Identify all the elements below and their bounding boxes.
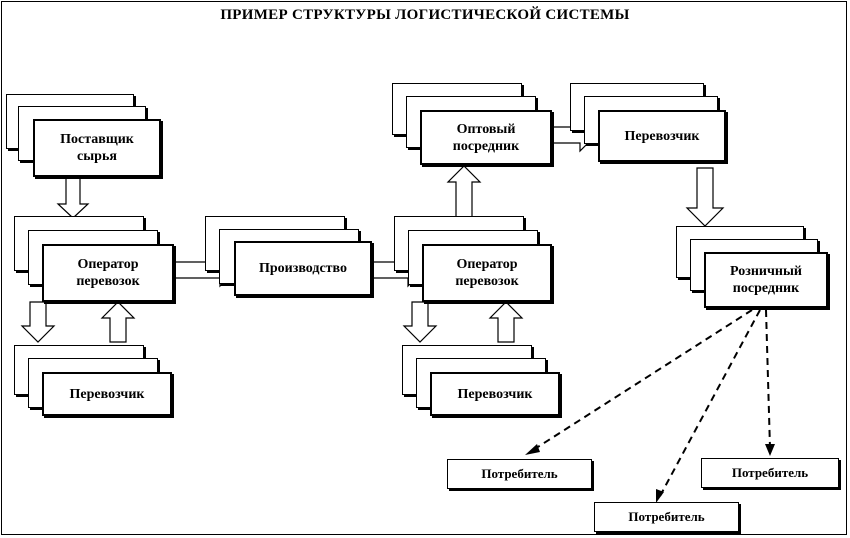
diagram-title: ПРИМЕР СТРУКТУРЫ ЛОГИСТИЧЕСКОЙ СИСТЕМЫ bbox=[220, 7, 630, 23]
node-operator-left-label: Оператор перевозок bbox=[76, 257, 140, 289]
node-carrier-right-label: Перевозчик bbox=[457, 386, 533, 402]
node-carrier-left: Перевозчик bbox=[42, 372, 172, 416]
node-wholesale-label: Оптовый посредник bbox=[452, 121, 520, 154]
node-consumer-1-label: Потребитель bbox=[481, 466, 558, 481]
node-supplier-label: Поставщик сырья bbox=[60, 132, 134, 164]
node-carrier-left-label: Перевозчик bbox=[69, 386, 145, 402]
node-supplier: Поставщик сырья bbox=[33, 119, 161, 177]
arrowhead-consumer-1 bbox=[525, 444, 540, 455]
arrow-operator-to-wholesale bbox=[446, 165, 482, 219]
node-retail: Розничный посредник bbox=[704, 252, 828, 308]
node-consumer-3-label: Потребитель bbox=[731, 465, 809, 480]
node-production-label: Производство bbox=[258, 261, 348, 276]
node-operator-right: Оператор перевозок bbox=[422, 244, 552, 302]
node-operator-left: Оператор перевозок bbox=[42, 244, 174, 302]
node-carrier-top-label: Перевозчик bbox=[624, 128, 700, 144]
node-carrier-right: Перевозчик bbox=[430, 372, 560, 416]
arrow-operator-to-carrier-left bbox=[20, 301, 56, 343]
arrow-supplier-to-operator bbox=[56, 177, 90, 219]
arrow-carrier-to-operator-left bbox=[100, 301, 136, 343]
node-consumer-1: Потребитель bbox=[447, 459, 592, 489]
arrow-operator-to-carrier-right bbox=[402, 301, 438, 343]
arrow-carrier-to-retail bbox=[685, 167, 725, 227]
node-consumer-2: Потребитель bbox=[594, 502, 739, 532]
node-consumer-3: Потребитель bbox=[701, 458, 839, 488]
arrowhead-consumer-3 bbox=[765, 444, 775, 456]
node-consumer-2-label: Потребитель bbox=[628, 509, 705, 524]
dashed-line-consumer-3 bbox=[765, 309, 771, 449]
node-carrier-top: Перевозчик bbox=[598, 110, 726, 162]
node-operator-right-label: Оператор перевозок bbox=[455, 257, 519, 289]
dashed-line-consumer-1 bbox=[529, 309, 753, 453]
node-wholesale: Оптовый посредник bbox=[420, 110, 552, 165]
arrowhead-consumer-2 bbox=[656, 489, 664, 503]
node-retail-label: Розничный посредник bbox=[730, 264, 802, 296]
arrow-carrier-to-operator-right bbox=[488, 301, 524, 343]
node-production: Производство bbox=[234, 241, 372, 296]
